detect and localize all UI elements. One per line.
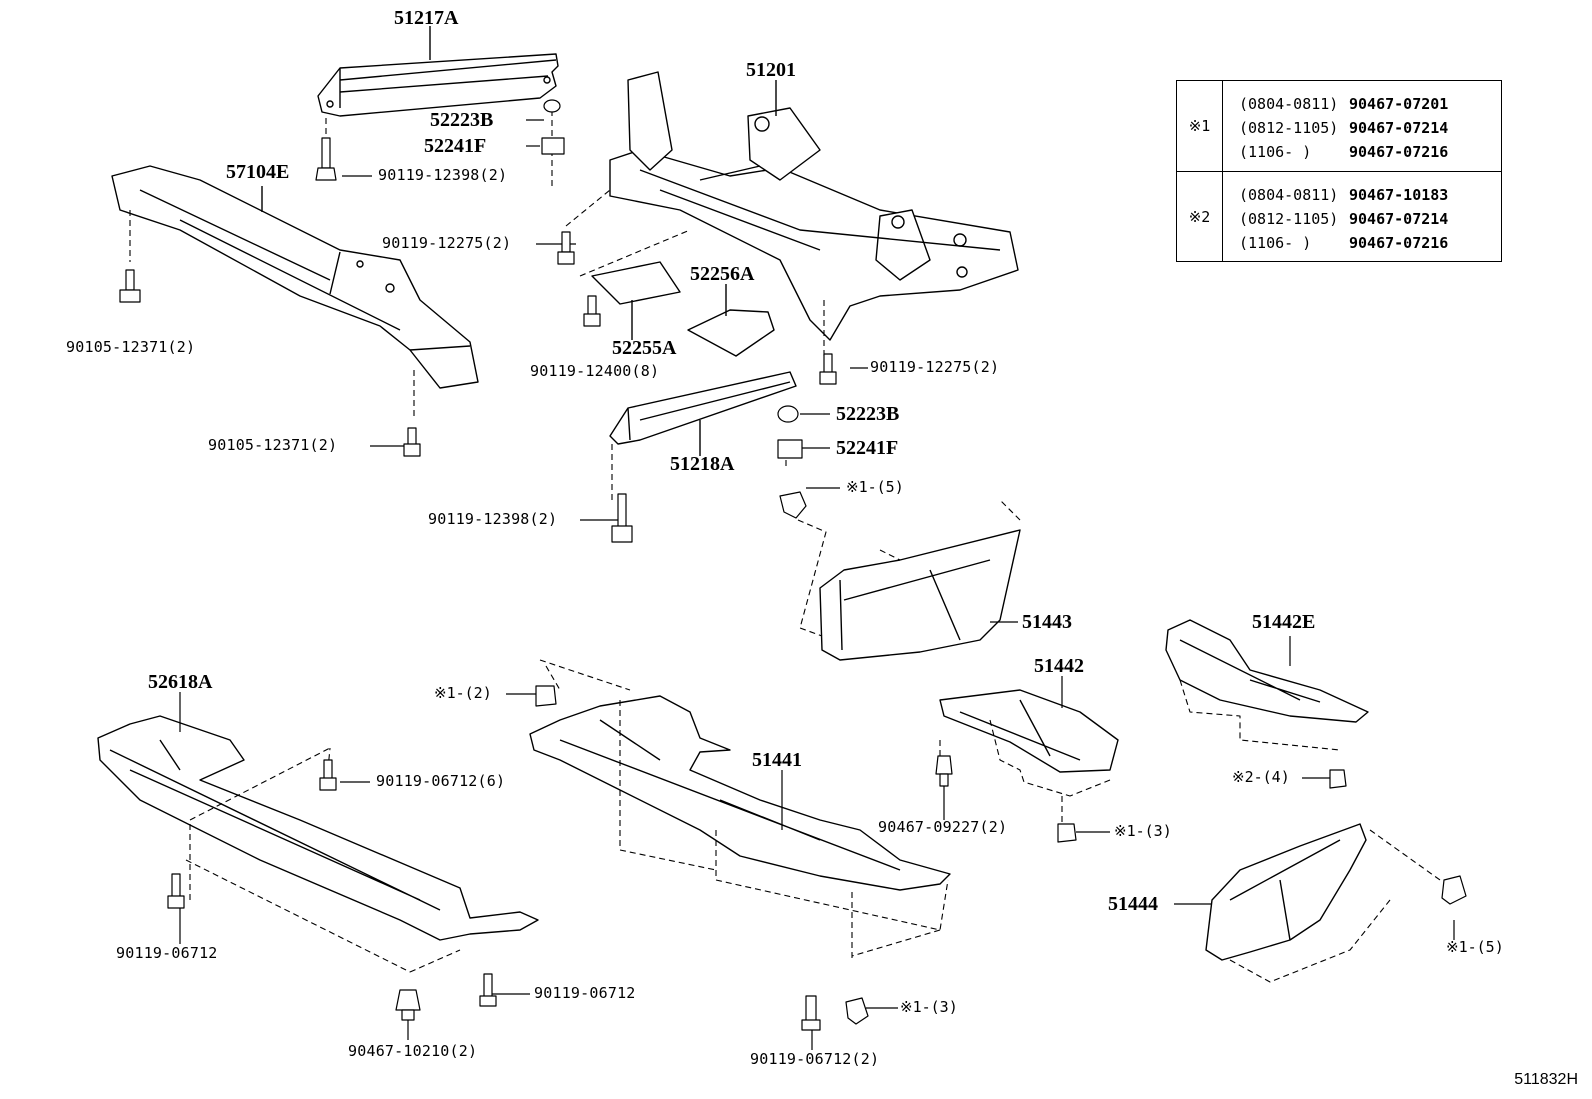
label-90105-12371-a: 90105-12371(2) [66, 338, 196, 356]
label-51217a: 51217A [394, 7, 459, 29]
legend-row-1: ※1 (0804-0811) 90467-07201 (0812-1105) 904… [1177, 81, 1501, 171]
cover-52618a-shape [97, 715, 539, 941]
label-51442: 51442 [1034, 655, 1084, 677]
mark-1-5-right: ※1-(5) [1446, 938, 1504, 956]
label-52256a: 52256A [690, 263, 755, 285]
plate-52255a-shape [591, 261, 681, 305]
mark-2-4: ※2-(4) [1232, 768, 1290, 786]
figure-code: 511832H [1514, 1071, 1578, 1088]
label-90467-10210: 90467-10210(2) [348, 1042, 478, 1060]
label-51441: 51441 [752, 749, 802, 771]
legend-range: (0804-0811) [1239, 95, 1339, 113]
cover-51443-shape [819, 529, 1021, 661]
legend-part: 90467-07216 [1349, 143, 1449, 161]
label-90119-06712-6: 90119-06712(6) [376, 772, 506, 790]
label-90467-09227: 90467-09227(2) [878, 818, 1008, 836]
legend-line: (0804-0811) 90467-07201 [1239, 95, 1448, 113]
fasteners [119, 99, 1467, 1031]
label-90105-12371-b: 90105-12371(2) [208, 436, 338, 454]
legend-line: (0812-1105) 90467-07214 [1239, 119, 1448, 137]
cover-51444-shape [1205, 823, 1367, 961]
cover-51442e-shape [1165, 619, 1369, 723]
legend-part: 90467-07214 [1349, 210, 1449, 228]
label-90119-12275-right: 90119-12275(2) [870, 358, 1000, 376]
legend-table: ※1 (0804-0811) 90467-07201 (0812-1105) 904… [1176, 80, 1502, 262]
legend-symbol-2: ※2 [1177, 172, 1223, 262]
label-51444: 51444 [1108, 893, 1158, 915]
member-57104e-shape [111, 165, 479, 389]
plate-52256a-shape [687, 309, 775, 357]
legend-line: (0804-0811) 90467-10183 [1239, 186, 1448, 204]
legend-range: (0804-0811) [1239, 186, 1339, 204]
cover-51442-shape [939, 689, 1119, 773]
legend-part: 90467-10183 [1349, 186, 1449, 204]
mark-1-2: ※1-(2) [434, 684, 492, 702]
legend-line: (1106- ) 90467-07216 [1239, 143, 1448, 161]
legend-row-2: ※2 (0804-0811) 90467-10183 (0812-1105) 904… [1177, 171, 1501, 262]
legend-part: 90467-07216 [1349, 234, 1449, 252]
label-52241f-top: 52241F [424, 135, 487, 157]
mark-1-3-right: ※1-(3) [1114, 822, 1172, 840]
legend-range: (0812-1105) [1239, 210, 1339, 228]
label-90119-12275-left: 90119-12275(2) [382, 234, 512, 252]
legend-symbol-1: ※1 [1177, 81, 1223, 171]
legend-part: 90467-07214 [1349, 119, 1449, 137]
bracket-51218a-shape [609, 371, 797, 445]
legend-range: (1106- ) [1239, 143, 1312, 161]
label-52618a: 52618A [148, 671, 213, 693]
bar-51217a-shape [317, 53, 559, 117]
legend-line: (1106- ) 90467-07216 [1239, 234, 1448, 252]
label-52223b-top: 52223B [430, 109, 494, 131]
label-57104e: 57104E [226, 161, 290, 183]
label-51442e: 51442E [1252, 611, 1316, 633]
legend-part: 90467-07201 [1349, 95, 1449, 113]
label-90119-12400: 90119-12400(8) [530, 362, 660, 380]
label-51218a: 51218A [670, 453, 735, 475]
label-90119-06712-b: 90119-06712 [534, 984, 636, 1002]
label-90119-06712-a: 90119-06712 [116, 944, 218, 962]
legend-range: (1106- ) [1239, 234, 1312, 252]
label-90119-12398-top: 90119-12398(2) [378, 166, 508, 184]
cover-51441-shape [529, 695, 951, 891]
label-51443: 51443 [1022, 611, 1072, 633]
label-90119-06712-2: 90119-06712(2) [750, 1050, 880, 1068]
label-52255a: 52255A [612, 337, 677, 359]
label-90119-12398-mid: 90119-12398(2) [428, 510, 558, 528]
legend-line: (0812-1105) 90467-07214 [1239, 210, 1448, 228]
label-51201: 51201 [746, 59, 796, 81]
legend-range: (0812-1105) [1239, 119, 1339, 137]
label-52241f-mid: 52241F [836, 437, 899, 459]
mark-1-3-bottom: ※1-(3) [900, 998, 958, 1016]
mark-1-5-top: ※1-(5) [846, 478, 904, 496]
label-52223b-mid: 52223B [836, 403, 900, 425]
subframe-51201-shape [609, 71, 1019, 341]
